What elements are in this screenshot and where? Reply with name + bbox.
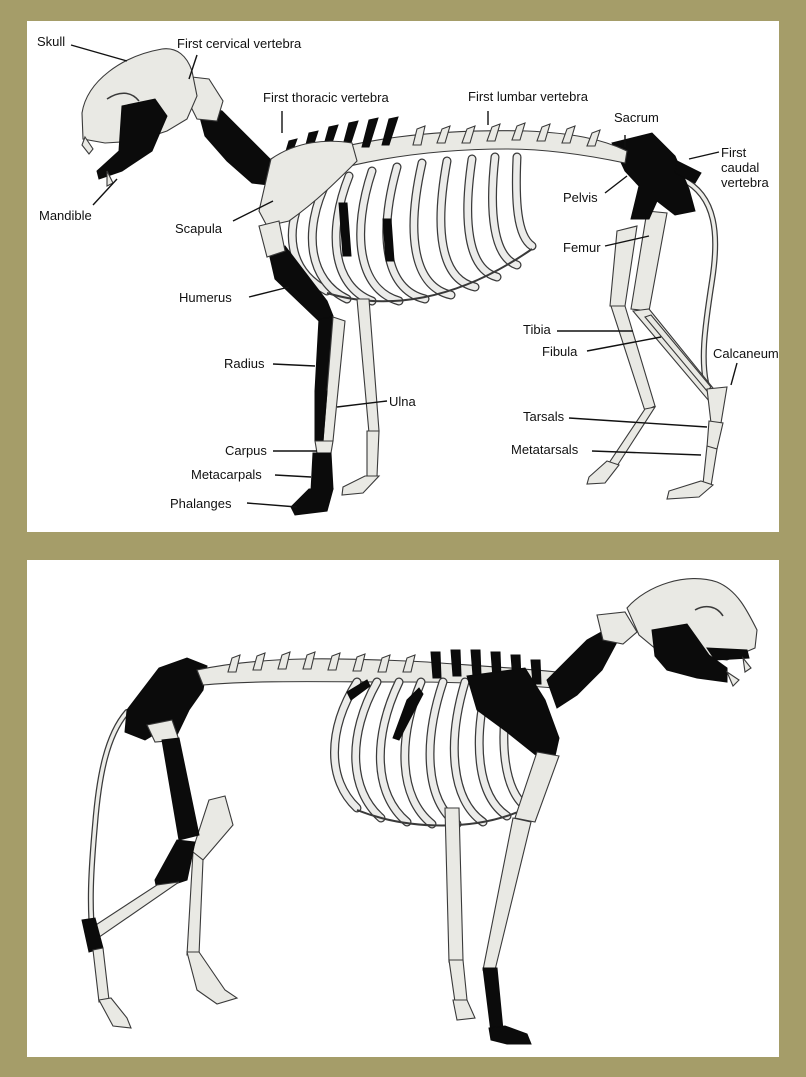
skeleton-left-view — [27, 21, 779, 532]
label-metacarpals: Metacarpals — [191, 467, 262, 482]
calcaneum-bone — [707, 387, 727, 423]
skeleton-right-view-panel — [27, 560, 779, 1057]
labelled-skeleton-panel: Skull First cervical vertebra First thor… — [27, 21, 779, 532]
label-mandible: Mandible — [39, 208, 92, 223]
skeleton-right-view — [27, 560, 779, 1057]
label-phalanges: Phalanges — [170, 496, 231, 511]
label-first-caudal-vertebra: First caudal vertebra — [721, 145, 769, 190]
tarsals-bone — [707, 421, 723, 449]
label-humerus: Humerus — [179, 290, 232, 305]
label-tarsals: Tarsals — [523, 409, 564, 424]
far-foreleg — [357, 299, 379, 433]
cervical-vertebrae — [547, 630, 617, 708]
label-first-caudal-line-1: First — [721, 145, 769, 160]
metacarpals-bone — [483, 968, 503, 1032]
label-scapula: Scapula — [175, 221, 222, 236]
label-pelvis: Pelvis — [563, 190, 598, 205]
label-femur: Femur — [563, 240, 601, 255]
metatarsals-bone — [703, 446, 717, 486]
label-first-cervical-vertebra: First cervical vertebra — [177, 36, 301, 51]
metacarpals-bone — [311, 453, 333, 491]
radius-ulna-bone — [483, 818, 531, 970]
label-first-caudal-line-3: vertebra — [721, 175, 769, 190]
label-metatarsals: Metatarsals — [511, 442, 578, 457]
label-sacrum: Sacrum — [614, 110, 659, 125]
far-foreleg — [445, 808, 463, 962]
label-carpus: Carpus — [225, 443, 267, 458]
label-skull: Skull — [37, 34, 65, 49]
carpus-bone — [315, 441, 333, 453]
label-first-lumbar-vertebra: First lumbar vertebra — [468, 89, 588, 104]
label-first-thoracic-vertebra: First thoracic vertebra — [263, 90, 389, 105]
femur-bone — [162, 738, 199, 840]
label-calcaneum: Calcaneum — [713, 346, 779, 361]
label-fibula: Fibula — [542, 344, 577, 359]
label-radius: Radius — [224, 356, 264, 371]
label-tibia: Tibia — [523, 322, 551, 337]
far-hind-metatarsals — [609, 407, 655, 466]
label-ulna: Ulna — [389, 394, 416, 409]
phalanges-bone — [291, 489, 333, 515]
phalanges-bone — [489, 1026, 531, 1044]
humerus-bone — [515, 752, 559, 822]
far-hind-leg — [192, 796, 233, 860]
label-first-caudal-line-2: caudal — [721, 160, 769, 175]
